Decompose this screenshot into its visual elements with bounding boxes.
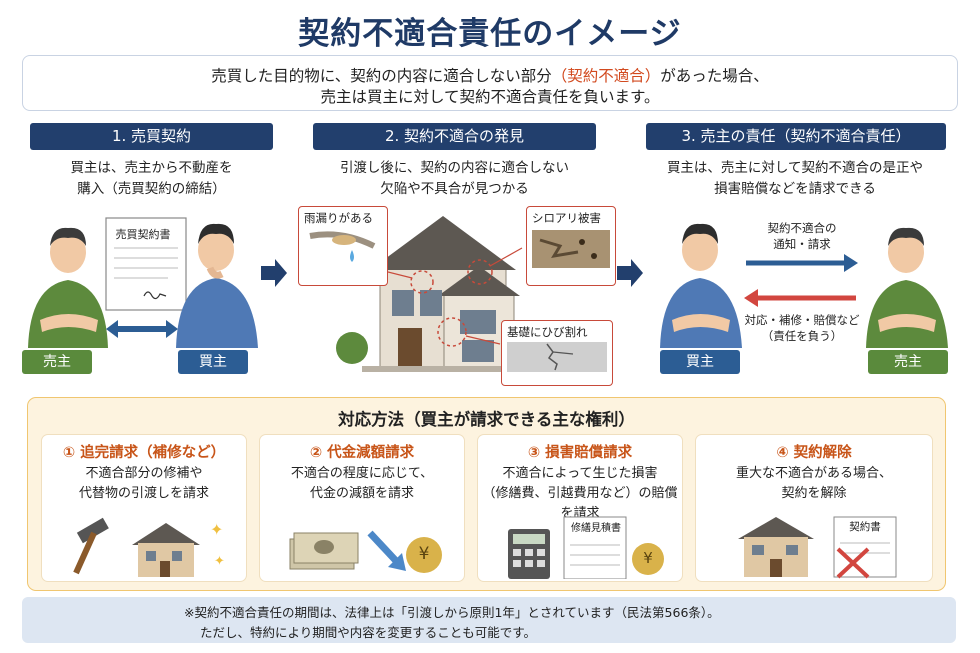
footnote-line-2: ただし、特約により期間や内容を変更することも可能です。 — [200, 625, 537, 640]
step-3-heading: 3. 売主の責任（契約不適合責任） — [646, 123, 946, 150]
remedy-title: ② 代金減額請求 — [309, 445, 415, 461]
remedy-desc: 不適合の程度に応じて、 代金の減額を請求 — [260, 464, 464, 504]
remedy-card-price-reduction: ② 代金減額請求 不適合の程度に応じて、 代金の減額を請求 ¥ — [259, 434, 465, 582]
step-1-heading: 1. 売買契約 — [30, 123, 273, 150]
step-2-desc-1: 引渡し後に、契約の内容に適合しない — [339, 160, 570, 176]
contract-illustration — [28, 217, 258, 348]
remedy-desc-1: 重大な不適合がある場合、 — [735, 466, 892, 481]
intro-line-1: 売買した目的物に、契約の内容に適合しない部分（契約不適合）があった場合、 — [23, 64, 957, 86]
response-label-1: 対応・補修・賠償など — [744, 313, 860, 327]
hammer-house-icon: ✦ ✦ — [73, 517, 225, 577]
step-3-desc-2: 損害賠償などを請求できる — [714, 181, 876, 197]
yen-coin-label: ¥ — [418, 544, 430, 564]
crack-icon — [507, 342, 607, 372]
termite-icon — [532, 230, 610, 268]
buyer-person-icon — [176, 223, 258, 348]
remedy-card-repair: ① 追完請求（補修など） 不適合部分の修補や 代替物の引渡しを請求 ✦ ✦ — [41, 434, 247, 582]
step-3-desc-1: 買主は、売主に対して契約不適合の是正や — [666, 160, 924, 176]
yen-coin-label-2: ¥ — [643, 549, 653, 567]
response-label-2: （責任を負う） — [761, 329, 843, 343]
seller-person-icon — [28, 227, 108, 348]
double-arrow-icon — [106, 320, 178, 338]
remedies-heading: 対応方法（買主が請求できる主な権利） — [338, 410, 635, 429]
step-arrow-icon-2 — [617, 259, 643, 287]
buyer-person-icon-2 — [660, 223, 742, 348]
defect-callout-roof: 雨漏りがある — [298, 206, 388, 286]
seller-tag: 売主 — [22, 350, 92, 374]
contract-doc-label: 売買契約書 — [115, 228, 171, 241]
svg-text:✦: ✦ — [214, 554, 225, 569]
house-icon — [336, 216, 544, 372]
step-1-desc-1: 買主は、売主から不動産を — [70, 160, 233, 176]
intro-box: 売買した目的物に、契約の内容に適合しない部分（契約不適合）があった場合、 売主は… — [22, 55, 958, 111]
buyer-tag: 買主 — [178, 350, 248, 374]
remedy-title: ① 追完請求（補修など） — [62, 445, 226, 461]
remedy-card-cancellation: ④ 契約解除 重大な不適合がある場合、 契約を解除 契約書 — [695, 434, 933, 582]
remedy-desc: 重大な不適合がある場合、 契約を解除 — [696, 464, 932, 504]
remedy-desc-2: 代替物の引渡しを請求 — [78, 486, 209, 501]
defect-markers — [371, 247, 523, 347]
footnote-line-1: ※契約不適合責任の期間は、法律上は「引渡しから原則1年」とされています（民法第5… — [184, 605, 720, 620]
page-title: 契約不適合責任のイメージ — [298, 16, 682, 52]
remedies-panel: 対応方法（買主が請求できる主な権利） ① 追完請求（補修など） 不適合部分の修補… — [27, 397, 946, 591]
step-2-heading: 2. 契約不適合の発見 — [313, 123, 596, 150]
intro-line-2: 売主は買主に対して契約不適合責任を負います。 — [320, 88, 660, 106]
footnote-box: ※契約不適合責任の期間は、法律上は「引渡しから原則1年」とされています（民法第5… — [22, 597, 956, 643]
response-arrow-icon — [744, 289, 856, 307]
defect-label-termite: シロアリ被害 — [532, 211, 601, 225]
seller-person-icon-2 — [866, 227, 948, 348]
cancel-doc-label: 契約書 — [849, 521, 881, 533]
intro-text-post: があった場合、 — [660, 67, 769, 85]
defect-label-roof: 雨漏りがある — [304, 211, 373, 225]
remedy-desc: 不適合部分の修補や 代替物の引渡しを請求 — [42, 464, 246, 504]
remedy-desc-1: 不適合の程度に応じて、 — [290, 466, 434, 481]
step-1-desc-2: 購入（売買契約の締結） — [77, 181, 226, 197]
remedy-title: ④ 契約解除 — [776, 445, 852, 461]
water-drop-icon — [309, 231, 376, 262]
request-label-1: 契約不適合の — [767, 221, 837, 235]
remedy-desc-2: 代金の減額を請求 — [309, 486, 414, 501]
step-2-desc-2: 欠陥や不具合が見つかる — [380, 181, 529, 197]
remedy-desc: 不適合によって生じた損害 （修繕費、引越費用など）の賠償を請求 — [478, 464, 682, 524]
buyer-tag-2: 買主 — [660, 350, 740, 374]
intro-highlight: （契約不適合） — [551, 67, 661, 85]
house-cancel-icon — [738, 516, 897, 579]
responsibility-illustration — [660, 223, 948, 348]
request-arrow-icon — [746, 254, 858, 272]
remedy-desc-2: 契約を解除 — [781, 486, 847, 501]
defect-callout-termite: シロアリ被害 — [526, 206, 616, 286]
contract-document-icon — [105, 217, 187, 311]
intro-text: 売買した目的物に、契約の内容に適合しない部分 — [211, 67, 552, 85]
step-arrow-icon — [261, 259, 287, 287]
remedy-title: ③ 損害賠償請求 — [527, 445, 633, 461]
estimate-doc-label: 修繕見積書 — [571, 523, 621, 534]
seller-tag-2: 売主 — [868, 350, 948, 374]
svg-text:✦: ✦ — [210, 520, 223, 539]
request-label-2: 通知・請求 — [773, 237, 831, 251]
house-defects-illustration — [336, 216, 544, 372]
remedy-desc-1: 不適合部分の修補や — [85, 466, 203, 481]
defect-label-foundation: 基礎にひび割れ — [507, 325, 588, 339]
remedy-desc-1: 不適合によって生じた損害 — [502, 466, 658, 481]
defect-callout-foundation: 基礎にひび割れ — [501, 320, 613, 386]
remedy-card-damages: ③ 損害賠償請求 不適合によって生じた損害 （修繕費、引越費用など）の賠償を請求… — [477, 434, 683, 582]
money-decrease-icon — [289, 530, 442, 573]
calculator-estimate-icon — [508, 516, 664, 579]
